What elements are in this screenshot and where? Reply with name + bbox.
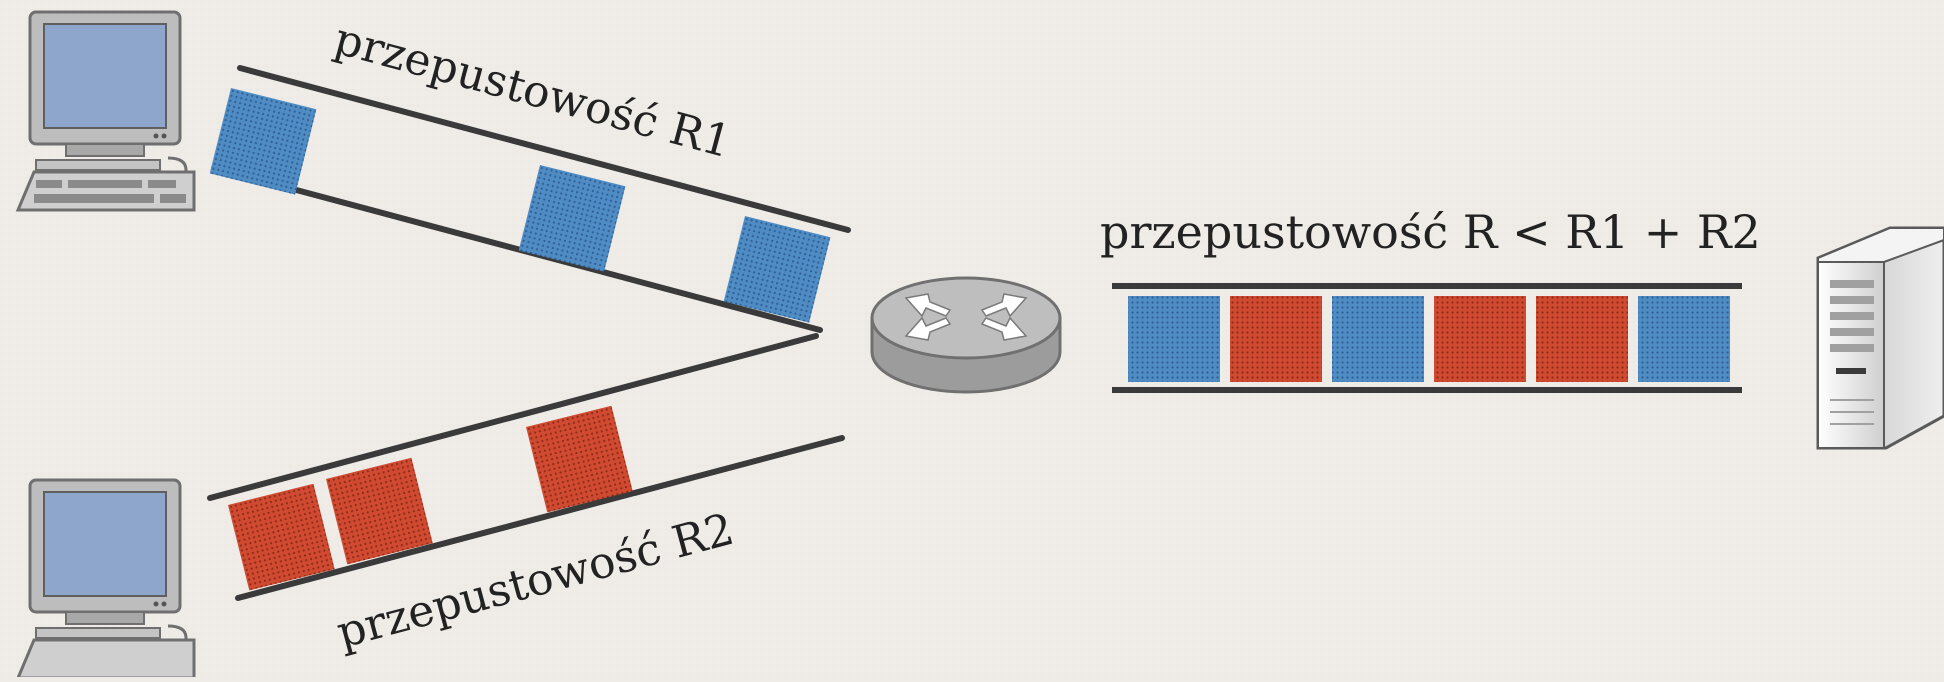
packet-blue [1638,296,1730,382]
server-icon [1816,226,1944,450]
computer-icon [15,10,196,212]
packet-blue [209,87,317,195]
packet-blue [723,216,831,323]
packet-blue [1128,296,1220,382]
link-r2-bottom-edge [235,435,845,601]
link-r1-bottom-edge [211,165,823,333]
packet-red [228,483,335,591]
link-out: przepustowość R < R1 + R2 [1100,205,1761,393]
packet-blue [1332,296,1424,382]
packet-red [1536,296,1628,382]
link-out-label: przepustowość R < R1 + R2 [1100,205,1761,259]
link-r1-top-edge [237,65,851,233]
packet-red [1230,296,1322,382]
packet-blue [518,165,626,272]
link-r2-top-edge [207,333,819,501]
packet-red [526,405,633,513]
packet-red [1434,296,1526,382]
router-icon [870,276,1062,394]
packet-red [326,457,433,565]
computer-icon [15,478,196,680]
